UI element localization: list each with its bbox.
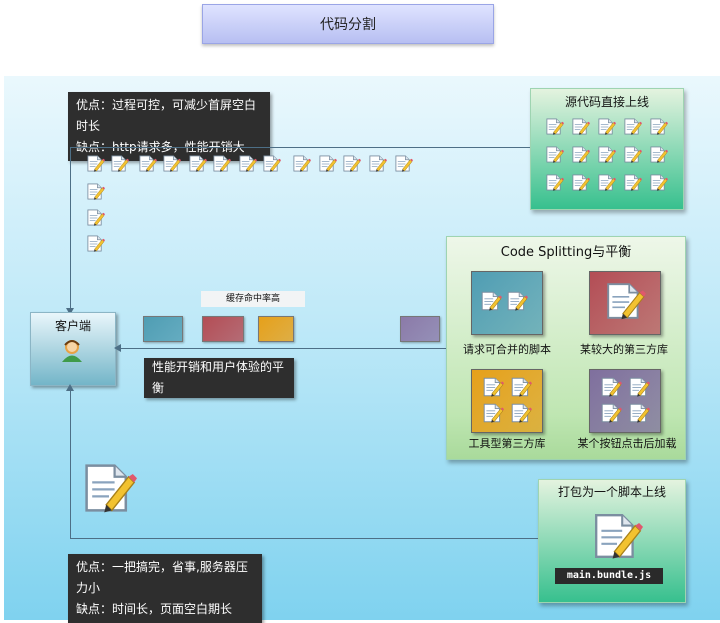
script-file-icon	[238, 154, 257, 173]
swatch-lazy-load	[400, 316, 440, 342]
script-file-icon	[600, 402, 622, 424]
script-file-icon	[649, 145, 668, 164]
script-file-icon	[86, 182, 105, 201]
tile-util-lib	[471, 369, 543, 433]
script-file-icon	[292, 154, 311, 173]
script-file-icon	[571, 173, 590, 192]
source-file-grid	[545, 117, 677, 201]
script-file-icon	[394, 154, 413, 173]
top-note-pros: 优点：过程可控，可减少首屏空白时长	[76, 98, 257, 133]
client-box: 客户端	[30, 312, 116, 386]
bundle-panel: 打包为一个脚本上线 main.bundle.js	[538, 479, 686, 603]
bottom-note-pros: 优点：一把搞完，省事,服务器压力小	[76, 560, 248, 595]
script-file-icon	[482, 376, 504, 398]
script-file-icon	[342, 154, 361, 173]
script-file-icon	[545, 117, 564, 136]
script-file-icon	[600, 376, 622, 398]
arrow-left-icon	[114, 344, 121, 352]
script-file-icon	[623, 173, 642, 192]
script-file-icon	[545, 173, 564, 192]
script-file-icon-large	[80, 460, 138, 516]
script-file-icon	[188, 154, 207, 173]
cache-hit-label: 缓存命中率高	[201, 291, 305, 307]
code-splitting-panel: Code Splitting与平衡 请求可合并的脚本 某较大的第三方库 工具型第…	[446, 236, 686, 460]
caption-mergeable-scripts: 请求可合并的脚本	[463, 343, 551, 356]
script-file-icon	[628, 402, 650, 424]
left-connector-bottom	[70, 388, 71, 538]
tile-mergeable-scripts	[471, 271, 543, 335]
script-file-icon	[86, 208, 105, 227]
script-file-icon	[86, 154, 105, 173]
bottom-connector	[70, 538, 538, 539]
script-file-icon	[623, 117, 642, 136]
script-file-icon	[162, 154, 181, 173]
bundle-file-icon	[589, 510, 645, 562]
swatch-large-lib	[202, 316, 244, 342]
top-note: 优点：过程可控，可减少首屏空白时长 缺点：http请求多，性能开销大	[68, 92, 270, 161]
caption-lazy-load: 某个按钮点击后加载	[577, 437, 677, 450]
script-file-icon	[86, 234, 105, 253]
script-file-icon	[604, 280, 646, 322]
top-connector	[70, 147, 530, 148]
arrow-down-icon	[66, 308, 74, 315]
script-file-icon	[628, 376, 650, 398]
script-file-icon	[545, 145, 564, 164]
caption-util-lib: 工具型第三方库	[468, 437, 546, 450]
swatch-mergeable	[143, 316, 183, 342]
arrow-up-icon	[66, 384, 74, 391]
middle-connector	[118, 348, 446, 349]
bottom-note-cons: 缺点：时间长，页面空白期长	[76, 602, 233, 616]
code-splitting-title: Code Splitting与平衡	[500, 245, 632, 260]
script-file-icon	[110, 154, 129, 173]
balance-note: 性能开销和用户体验的平衡	[144, 358, 294, 398]
caption-large-lib: 某较大的第三方库	[580, 343, 668, 356]
script-file-icon	[597, 145, 616, 164]
bundle-filename: main.bundle.js	[555, 568, 663, 584]
tile-lazy-load	[589, 369, 661, 433]
script-file-icon	[318, 154, 337, 173]
client-label: 客户端	[54, 319, 91, 333]
bundle-panel-title: 打包为一个脚本上线	[557, 485, 666, 499]
script-file-icon	[649, 117, 668, 136]
script-file-icon	[212, 154, 231, 173]
bottom-note: 优点：一把搞完，省事,服务器压力小 缺点：时间长，页面空白期长	[68, 554, 262, 623]
script-file-icon	[482, 402, 504, 424]
left-connector-top	[70, 147, 71, 312]
script-files-row	[86, 154, 426, 176]
script-file-icon	[262, 154, 281, 173]
user-avatar-icon	[62, 340, 82, 362]
script-file-icon	[480, 290, 502, 312]
script-file-icon	[649, 173, 668, 192]
script-file-icon	[510, 376, 532, 398]
swatch-util-lib	[258, 316, 294, 342]
script-file-icon	[506, 290, 528, 312]
script-files-column	[86, 182, 110, 256]
script-file-icon	[623, 145, 642, 164]
script-file-icon	[571, 145, 590, 164]
script-file-icon	[597, 173, 616, 192]
source-panel: 源代码直接上线	[530, 88, 684, 210]
script-file-icon	[138, 154, 157, 173]
script-file-icon	[571, 117, 590, 136]
script-file-icon	[368, 154, 387, 173]
script-file-icon	[597, 117, 616, 136]
tile-large-lib	[589, 271, 661, 335]
script-file-icon	[510, 402, 532, 424]
diagram-title: 代码分割	[202, 4, 494, 44]
source-panel-title: 源代码直接上线	[564, 95, 649, 109]
